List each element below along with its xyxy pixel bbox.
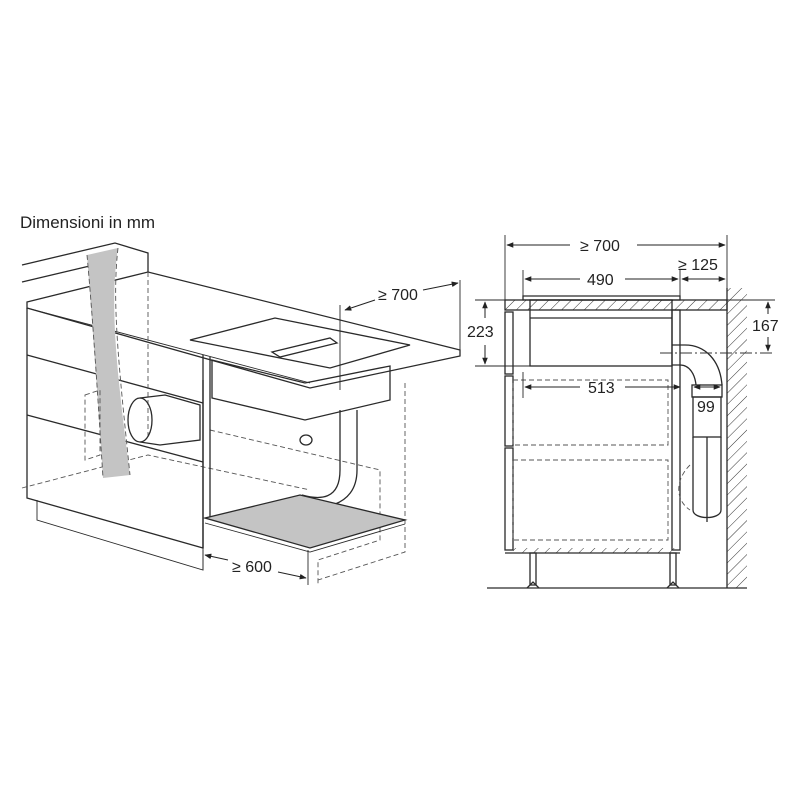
side-section-view: [475, 235, 775, 589]
iso-depth-top-label: ≥ 700: [378, 287, 418, 304]
side-height-left-label: 223: [467, 324, 494, 341]
side-hob-width-label: 490: [587, 272, 614, 289]
side-total-depth-label: ≥ 700: [580, 238, 620, 255]
iso-depth-bottom-label: ≥ 600: [232, 559, 272, 576]
diagram-title: Dimensioni in mm: [20, 213, 156, 232]
side-height-right-label: 167: [752, 318, 779, 335]
side-duct-width-label: 99: [697, 399, 715, 416]
side-rear-gap-label: ≥ 125: [678, 257, 718, 274]
isometric-view: [21, 242, 461, 585]
side-inner-width-label: 513: [588, 380, 615, 397]
